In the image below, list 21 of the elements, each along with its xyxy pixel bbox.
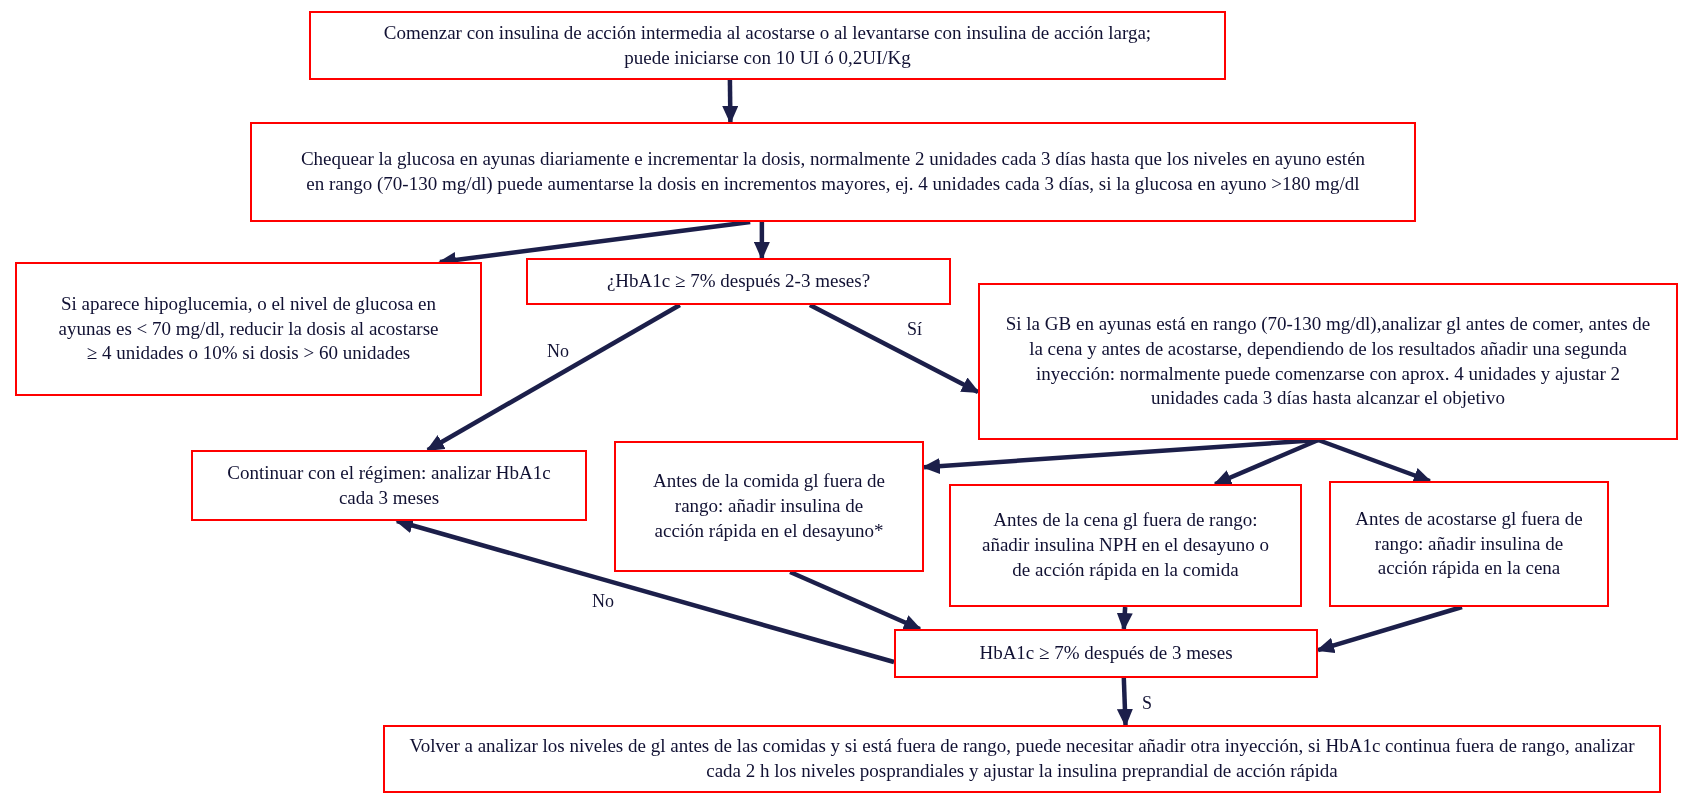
edge-label: No [590,592,616,610]
arrow [1116,606,1133,631]
arrow [1116,677,1133,727]
arrow [426,303,681,452]
process-box: Si aparece hipoglucemia, o el nivel de glucosa en ayunas es < 70 mg/dl, reducir la dosis al acostarse ≥ 4 unidades o 10% si dosis > 60 unidades [15,262,482,396]
process-box: Volver a analizar los niveles de gl antes de las comidas y si está fuera de rango, puede necesitar añadir otra inyección, si HbA1c continua fuera de rango, analizar cada 2 h los niveles posprandiales y ajustar la insulina preprandial de acción rápida [383,725,1661,793]
edge-label: Sí [905,320,924,338]
decision-box: HbA1c ≥ 7% después de 3 meses [894,629,1318,678]
decision-box: ¿HbA1c ≥ 7% después 2-3 meses? [526,258,951,305]
edge-label: S [1140,694,1154,712]
process-box: Si la GB en ayunas está en rango (70-130 mg/dl),analizar gl antes de comer, antes de la cena y antes de acostarse, dependiendo de los resultados añadir una segunda inyección: normalmente puede comenzarse con aprox. 4 unidades y ajustar 2 unidades cada 3 días hasta alcanzar el objetivo [978,283,1678,440]
process-box: Antes de acostarse gl fuera de rango: añadir insulina de acción rápida en la cena [1329,481,1609,607]
arrow [808,303,980,394]
process-box: Continuar con el régimen: analizar HbA1c cada 3 meses [191,450,587,521]
process-box: Antes de la cena gl fuera de rango: añadir insulina NPH en el desayuno o de acción rápida en la comida [949,484,1302,607]
process-box: Antes de la comida gl fuera de rango: añadir insulina de acción rápida en el desayuno* [614,441,924,572]
arrow [722,79,739,124]
process-box: Comenzar con insulina de acción intermedia al acostarse o al levantarse con insulina de acción larga; puede iniciarse con 10 UI ó 0,2UI/Kg [309,11,1226,80]
arrow [753,222,770,260]
edge-label: No [545,342,571,360]
process-box: Chequear la glucosa en ayunas diariamente e incrementar la dosis, normalmente 2 unidades cada 3 días hasta que los niveles en ayuno estén en rango (70-130 mg/dl) puede aumentarse la dosis en incrementos mayores, ej. 4 unidades cada 3 días, si la glucosa en ayuno >180 mg/dl [250,122,1416,222]
